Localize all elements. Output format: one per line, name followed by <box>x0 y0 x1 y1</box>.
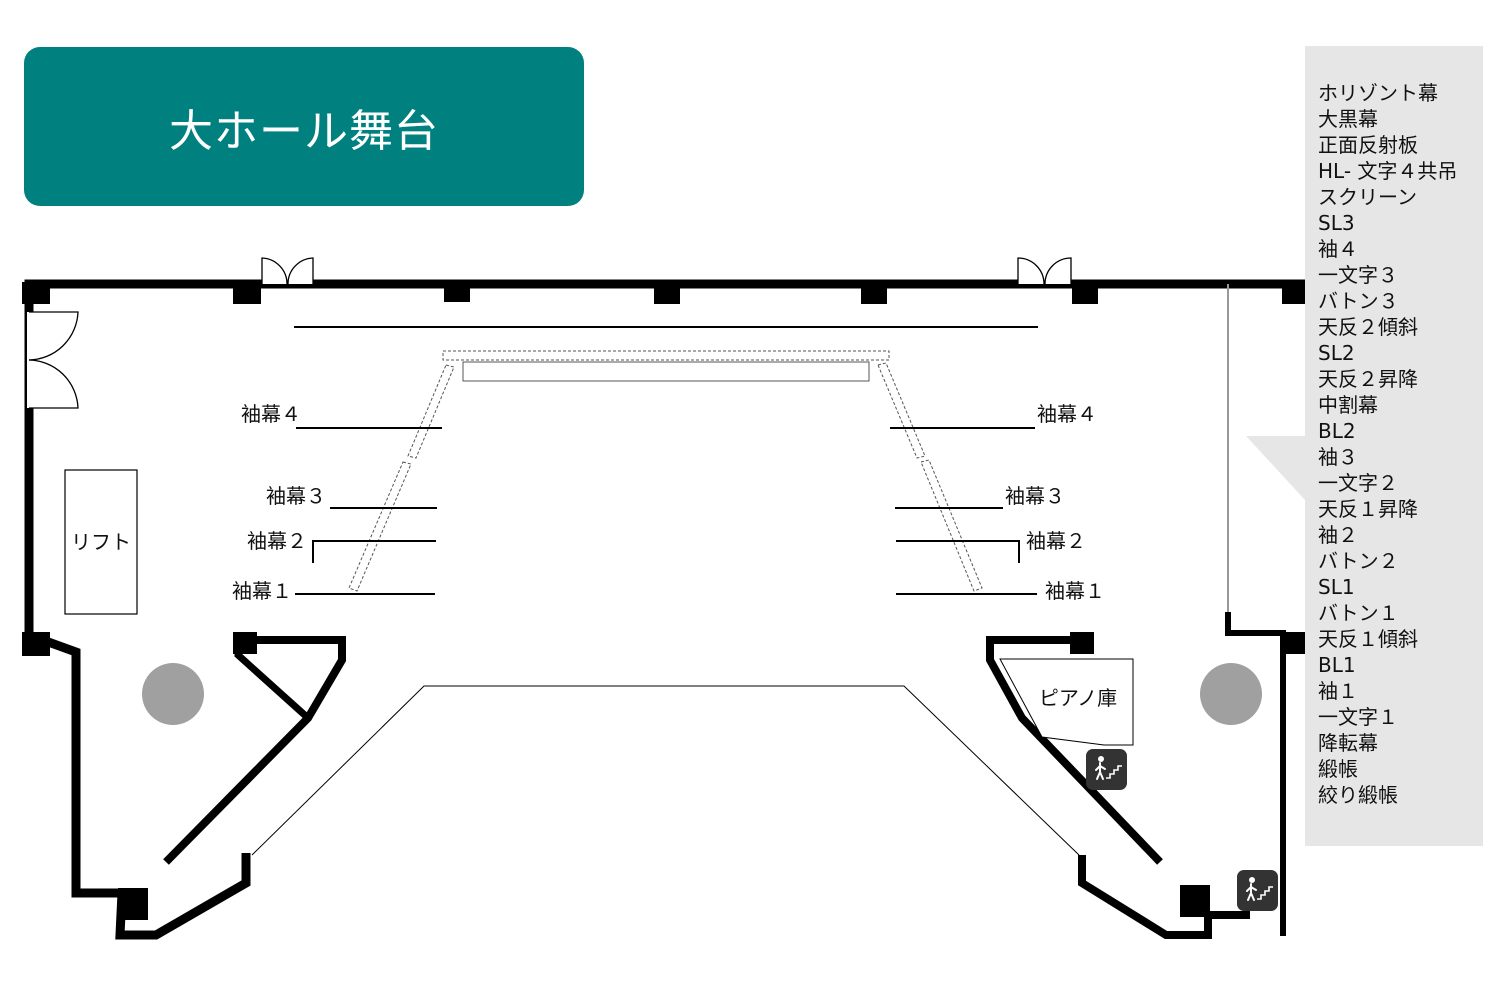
legend-item: 大黒幕 <box>1318 107 1378 131</box>
wing-label-left-4: 袖幕４ <box>241 402 301 426</box>
wing-label-left-1: 袖幕１ <box>232 579 292 603</box>
pillar <box>654 282 680 304</box>
pillar <box>1180 885 1210 917</box>
legend-item: HL- 文字４共吊 <box>1318 159 1458 183</box>
legend-item: 天反２昇降 <box>1318 367 1418 391</box>
legend-item: 袖２ <box>1318 523 1358 547</box>
title-banner: 大ホール舞台 <box>24 47 584 206</box>
legend-item: ホリゾント幕 <box>1318 81 1438 105</box>
pillar <box>233 632 257 654</box>
lift-box <box>64 469 138 615</box>
pillar-circle <box>1200 663 1262 725</box>
pillar <box>22 632 50 656</box>
legend-item: BL1 <box>1318 653 1356 677</box>
pillar <box>1070 632 1094 654</box>
wing-label-right-3: 袖幕３ <box>1005 484 1065 508</box>
double-door-icon <box>1017 257 1072 285</box>
apron-outline <box>251 685 1080 856</box>
right-proscenium-wall <box>986 636 1163 865</box>
left-proscenium-wall <box>163 636 346 865</box>
wing-label-left-2: 袖幕２ <box>247 529 307 553</box>
legend-item: バトン１ <box>1318 601 1399 625</box>
wing-label-right-2: 袖幕２ <box>1026 529 1086 553</box>
legend-item: バトン２ <box>1318 549 1399 573</box>
legend-item: 中割幕 <box>1318 393 1378 417</box>
legend-item: 緞帳 <box>1318 757 1358 781</box>
side-reflector-left <box>348 461 412 592</box>
legend-item: SL3 <box>1318 211 1355 235</box>
pillar <box>118 888 148 920</box>
legend-item: 天反１昇降 <box>1318 497 1418 521</box>
pillar <box>1072 282 1098 304</box>
legend-item: バトン３ <box>1318 289 1399 313</box>
wing-curtain-line <box>312 540 436 563</box>
lift-label: リフト <box>71 530 131 554</box>
double-door-icon <box>27 311 79 409</box>
pillar <box>1282 282 1306 304</box>
legend-item: 袖３ <box>1318 445 1358 469</box>
stairs-person-icon <box>1086 749 1127 790</box>
wing-label-left-3: 袖幕３ <box>266 484 326 508</box>
stairs-person-icon <box>1237 870 1278 911</box>
legend-item: 一文字３ <box>1318 263 1398 287</box>
side-reflector-right <box>920 459 983 592</box>
pillar <box>444 282 470 302</box>
piano-storage-area <box>999 658 1134 746</box>
legend-item: 絞り緞帳 <box>1318 783 1398 807</box>
legend-pointer <box>1246 436 1305 500</box>
legend-item: 降転幕 <box>1318 731 1378 755</box>
legend-item: 袖１ <box>1318 679 1358 703</box>
right-outer-wall <box>1078 855 1250 939</box>
legend-item: 天反１傾斜 <box>1318 627 1418 651</box>
legend-item: 一文字１ <box>1318 705 1398 729</box>
double-door-icon <box>261 257 314 285</box>
wing-label-right-4: 袖幕４ <box>1037 402 1097 426</box>
back-wall <box>24 279 1305 635</box>
legend-item: 袖４ <box>1318 237 1358 261</box>
legend-item: SL2 <box>1318 341 1355 365</box>
page-title: 大ホール舞台 <box>169 105 439 157</box>
side-reflector-right <box>877 362 926 459</box>
wing-label-right-1: 袖幕１ <box>1045 579 1105 603</box>
legend-item: 正面反射板 <box>1318 133 1418 157</box>
pillar <box>233 282 261 304</box>
pillar-circle <box>142 663 204 725</box>
ceiling-reflector <box>442 350 890 361</box>
piano-storage-label: ピアノ庫 <box>1039 686 1117 710</box>
right-wall-lower <box>1225 612 1286 936</box>
legend-item: BL2 <box>1318 419 1356 443</box>
legend-item: 天反２傾斜 <box>1318 315 1418 339</box>
pillar <box>1282 632 1306 654</box>
legend-item: 一文字２ <box>1318 471 1398 495</box>
wing-curtain-line <box>896 540 1020 563</box>
pillar <box>861 282 887 304</box>
legend-item: SL1 <box>1318 575 1355 599</box>
legend-item: スクリーン <box>1318 185 1417 209</box>
ceiling-reflector <box>462 361 870 382</box>
side-reflector-left <box>407 364 455 459</box>
pillar <box>22 282 50 304</box>
